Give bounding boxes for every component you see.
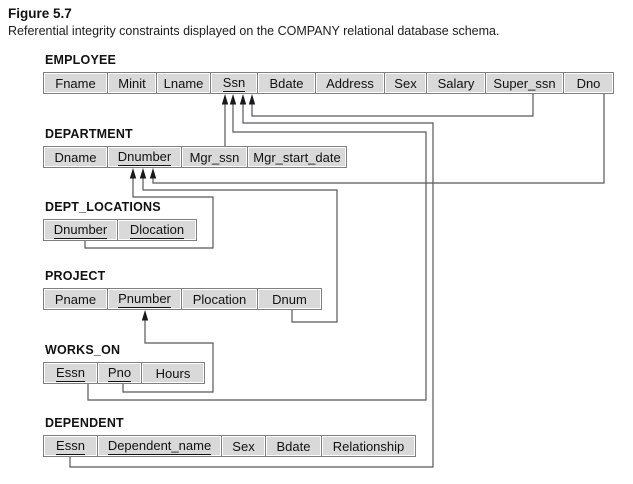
table-row: Dnumber Dlocation <box>43 219 197 241</box>
field-essn: Essn <box>43 362 98 384</box>
arrowhead-icon <box>229 94 237 105</box>
table-dept-locations-name: DEPT_LOCATIONS <box>45 200 161 214</box>
field-pnumber: Pnumber <box>107 288 182 310</box>
table-row: Dname Dnumber Mgr_ssn Mgr_start_date <box>43 146 347 168</box>
table-row: Pname Pnumber Plocation Dnum <box>43 288 322 310</box>
field-bdate: Bdate <box>257 72 316 94</box>
arrowhead-icon <box>149 168 157 179</box>
table-works-on: WORKS_ON Essn Pno Hours <box>43 343 205 384</box>
arrowhead-icon <box>248 94 256 105</box>
field-dname: Dname <box>43 146 108 168</box>
field-dnumber: Dnumber <box>107 146 182 168</box>
field-lname: Lname <box>156 72 211 94</box>
field-salary: Salary <box>426 72 486 94</box>
table-dependent-name: DEPENDENT <box>45 416 124 430</box>
figure-caption: Referential integrity constraints displa… <box>8 24 500 38</box>
fk-line-dno-to-dnumber <box>152 94 605 184</box>
field-pname: Pname <box>43 288 108 310</box>
table-row: Essn Dependent_name Sex Bdate Relationsh… <box>43 435 416 457</box>
field-dlocation: Dlocation <box>117 219 197 241</box>
field-hours: Hours <box>141 362 205 384</box>
field-fname: Fname <box>43 72 108 94</box>
field-relationship: Relationship <box>321 435 416 457</box>
table-employee-name: EMPLOYEE <box>45 53 117 67</box>
field-dependent-name: Dependent_name <box>97 435 222 457</box>
arrowhead-icon <box>221 94 229 105</box>
field-essn: Essn <box>43 435 98 457</box>
field-dnum: Dnum <box>257 288 322 310</box>
field-address: Address <box>315 72 385 94</box>
field-minit: Minit <box>107 72 157 94</box>
table-department-name: DEPARTMENT <box>45 127 133 141</box>
field-dnumber: Dnumber <box>43 219 118 241</box>
field-super-ssn: Super_ssn <box>485 72 564 94</box>
field-sex: Sex <box>384 72 427 94</box>
arrowhead-icon <box>239 94 247 105</box>
arrowhead-icon <box>139 168 147 179</box>
field-mgr-start-date: Mgr_start_date <box>247 146 347 168</box>
arrowhead-icon <box>129 168 137 179</box>
table-works-on-name: WORKS_ON <box>45 343 121 357</box>
table-dept-locations: DEPT_LOCATIONS Dnumber Dlocation <box>43 200 197 241</box>
table-project: PROJECT Pname Pnumber Plocation Dnum <box>43 269 322 310</box>
table-dependent: DEPENDENT Essn Dependent_name Sex Bdate … <box>43 416 416 457</box>
table-employee: EMPLOYEE Fname Minit Lname Ssn Bdate Add… <box>43 53 614 94</box>
field-pno: Pno <box>97 362 142 384</box>
table-row: Fname Minit Lname Ssn Bdate Address Sex … <box>43 72 614 94</box>
table-department: DEPARTMENT Dname Dnumber Mgr_ssn Mgr_sta… <box>43 127 347 168</box>
fk-line-superssn-to-ssn <box>251 94 534 117</box>
field-ssn: Ssn <box>210 72 258 94</box>
field-mgr-ssn: Mgr_ssn <box>181 146 248 168</box>
field-plocation: Plocation <box>181 288 258 310</box>
table-project-name: PROJECT <box>45 269 106 283</box>
arrowhead-icon <box>141 310 149 321</box>
field-sex: Sex <box>221 435 266 457</box>
field-dno: Dno <box>563 72 614 94</box>
field-bdate: Bdate <box>265 435 322 457</box>
figure-label: Figure 5.7 <box>8 6 72 21</box>
table-row: Essn Pno Hours <box>43 362 205 384</box>
